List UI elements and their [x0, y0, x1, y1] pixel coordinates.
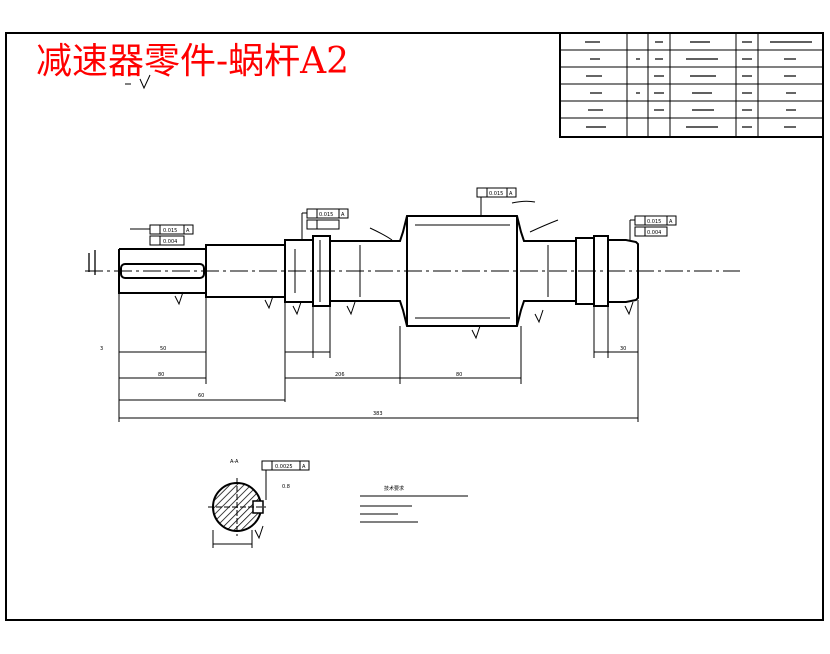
gdt-worm-datum: A: [509, 191, 513, 197]
dim-key-len: 50: [160, 346, 166, 352]
gdt-mid-datum: A: [341, 212, 345, 218]
gdt-right-runout: 0.015: [647, 219, 661, 225]
dim-overall: 383: [373, 411, 383, 417]
gdt-right-datum: A: [669, 219, 673, 225]
roughness-marks: [174, 291, 634, 340]
section-datum: A: [302, 464, 306, 470]
gdt-left-runout: 0.015: [163, 228, 177, 234]
dim-left-len: 60: [198, 393, 204, 399]
dim-sub3: 80: [456, 372, 462, 378]
gdt-right-cyl: 0.004: [647, 230, 661, 236]
section-sym-tol: 0.0025: [275, 464, 293, 470]
gdt-left-datum: A: [186, 228, 190, 234]
gdt-frames: 0.015 0.004 A 0.015 A 0.015 A 0.015 0.00…: [149, 187, 677, 246]
dim-sub2: 206: [335, 372, 345, 378]
dim-sub1: 80: [158, 372, 164, 378]
section-view: A-A 0.0025 A 0.8: [208, 459, 310, 548]
technical-notes: 技术要求: [360, 485, 468, 523]
dim-small: 3: [100, 346, 103, 352]
title-block: [559, 32, 824, 138]
section-roughness: 0.8: [282, 484, 290, 490]
drawing-title: 减速器零件-蜗杆A2: [36, 41, 349, 82]
notes-title: 技术要求: [384, 485, 404, 492]
gdt-mid-runout: 0.015: [319, 212, 333, 218]
gdt-left-cyl: 0.004: [163, 239, 177, 245]
dimension-lines: [118, 293, 639, 422]
drawing-frame: [5, 32, 824, 621]
gdt-worm-runout: 0.015: [489, 191, 503, 197]
dim-right: 30: [620, 346, 626, 352]
surface-finish-symbol: [125, 74, 151, 90]
section-label: A-A: [230, 459, 239, 465]
